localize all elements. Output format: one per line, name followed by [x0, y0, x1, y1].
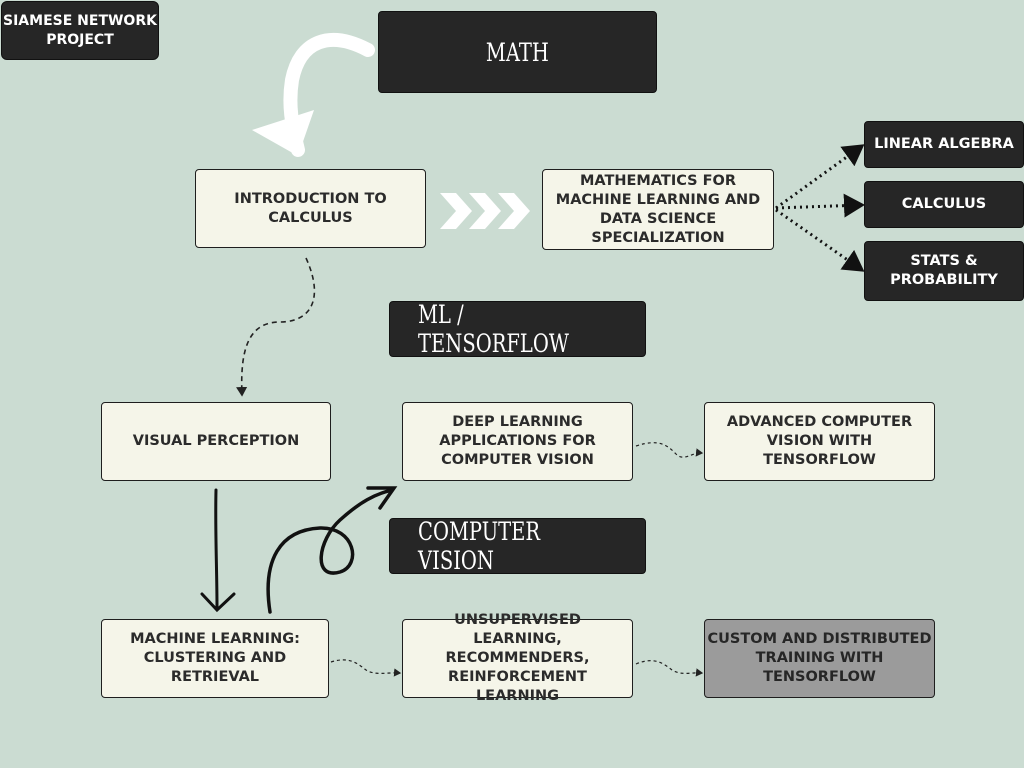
node-visual-perception: VISUAL PERCEPTION	[101, 402, 331, 481]
dotted-branch-arrows	[775, 144, 865, 272]
heading-cv-label: COMPUTER VISION	[418, 517, 541, 575]
dashed-arrow-calculus-to-perception	[236, 257, 316, 397]
node-deep-learning-cv-label: DEEP LEARNING APPLICATIONS FOR COMPUTER …	[439, 414, 596, 468]
dashed-arrow-unsupervised-to-custom	[635, 660, 704, 677]
node-math-ml-specialization-label: MATHEMATICS FOR MACHINE LEARNING AND DAT…	[555, 172, 761, 246]
node-visual-perception-label: VISUAL PERCEPTION	[132, 433, 300, 449]
node-calculus-label: CALCULUS	[901, 196, 987, 212]
dashed-arrow-ml-to-unsupervised	[330, 659, 402, 677]
project-badge: SIAMESE NETWORK PROJECT	[1, 1, 159, 60]
heading-math-label: MATH	[485, 37, 549, 67]
white-curved-arrow	[252, 33, 375, 157]
node-linear-algebra: LINEAR ALGEBRA	[864, 121, 1024, 168]
heading-math: MATH	[378, 11, 657, 93]
heading-computer-vision: COMPUTER VISION	[389, 517, 646, 575]
node-custom-training-label: CUSTOM AND DISTRIBUTED TRAINING WITH TEN…	[707, 631, 932, 685]
heading-ml-tensorflow: ML / TENSORFLOW	[389, 300, 646, 358]
node-deep-learning-cv: DEEP LEARNING APPLICATIONS FOR COMPUTER …	[402, 402, 633, 481]
node-advanced-cv: ADVANCED COMPUTER VISION WITH TENSORFLOW	[704, 402, 935, 481]
node-intro-calculus: INTRODUCTION TO CALCULUS	[195, 169, 426, 248]
node-unsupervised: UNSUPERVISED LEARNING, RECOMMENDERS, REI…	[402, 612, 633, 704]
node-calculus: CALCULUS	[864, 181, 1024, 228]
dashed-arrow-dl-to-advanced	[635, 442, 704, 458]
node-linear-algebra-label: LINEAR ALGEBRA	[874, 136, 1014, 152]
node-stats-probability: STATS & PROBABILITY	[864, 241, 1024, 301]
node-ml-clustering: MACHINE LEARNING: CLUSTERING AND RETRIEV…	[101, 619, 329, 698]
heading-ml-label: ML / TENSORFLOW	[418, 300, 569, 358]
loop-arrow-ml-to-deep-learning	[266, 486, 398, 614]
node-custom-training: CUSTOM AND DISTRIBUTED TRAINING WITH TEN…	[704, 619, 935, 698]
node-ml-clustering-label: MACHINE LEARNING: CLUSTERING AND RETRIEV…	[130, 631, 300, 685]
node-stats-probability-label: STATS & PROBABILITY	[890, 253, 998, 288]
node-intro-calculus-label: INTRODUCTION TO CALCULUS	[234, 190, 387, 226]
node-math-ml-specialization: MATHEMATICS FOR MACHINE LEARNING AND DAT…	[542, 169, 774, 250]
chevron-arrows-icon	[440, 193, 530, 229]
project-badge-label: SIAMESE NETWORK PROJECT	[3, 12, 157, 48]
down-arrow-perception-to-ml	[200, 488, 236, 613]
node-advanced-cv-label: ADVANCED COMPUTER VISION WITH TENSORFLOW	[726, 414, 913, 468]
node-unsupervised-label: UNSUPERVISED LEARNING, RECOMMENDERS, REI…	[445, 612, 590, 704]
